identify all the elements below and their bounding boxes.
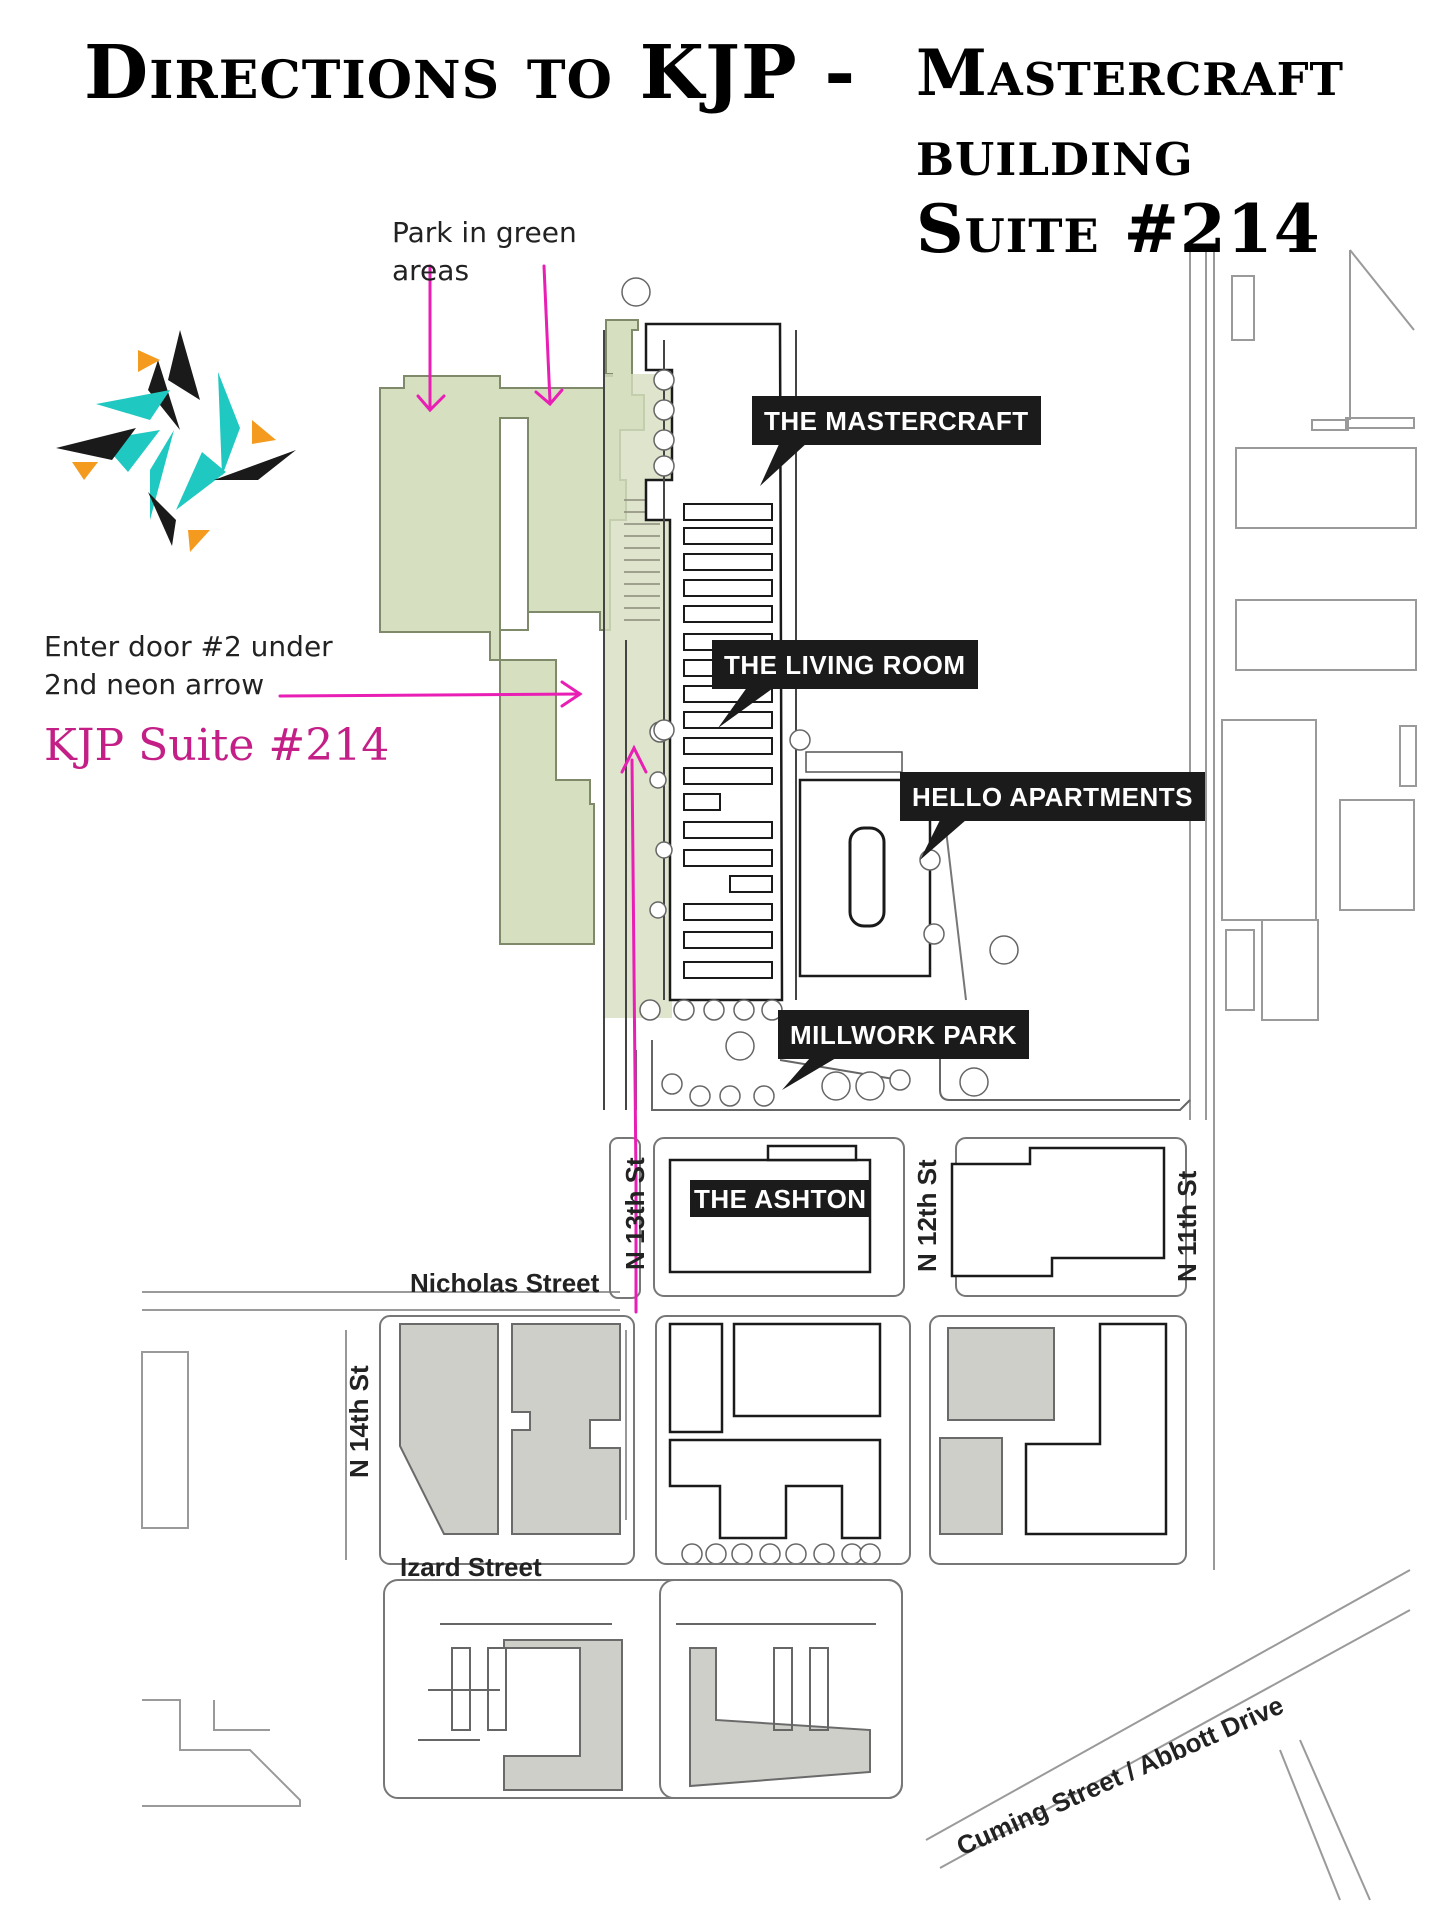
label-hello-apartments: HELLO APARTMENTS bbox=[900, 772, 1205, 821]
trees bbox=[621, 277, 1019, 1565]
kjp-logo bbox=[56, 330, 296, 552]
page-title-line1: Directions to KJP - bbox=[84, 30, 857, 116]
gray-buildings bbox=[399, 1323, 1055, 1791]
n12-building bbox=[950, 1146, 1166, 1278]
street-n14: N 14th St bbox=[344, 1365, 374, 1478]
enter-note-line2: 2nd neon arrow bbox=[44, 668, 265, 701]
label-mastercraft: THE MASTERCRAFT bbox=[752, 396, 1041, 445]
enter-note-line1: Enter door #2 under bbox=[44, 630, 333, 663]
white-buildings bbox=[668, 1322, 1168, 1540]
south-blocks bbox=[379, 1315, 1187, 1799]
street-izard: Izard Street bbox=[400, 1552, 542, 1582]
page-title-line4: Suite #214 bbox=[916, 190, 1321, 268]
kjp-suite-note: KJP Suite #214 bbox=[44, 720, 390, 771]
street-n12: N 12th St bbox=[912, 1159, 942, 1272]
page-title-line3: building bbox=[916, 116, 1194, 191]
street-ticks bbox=[345, 1330, 870, 1581]
street-nicholas: Nicholas Street bbox=[410, 1268, 600, 1298]
ashton-block bbox=[609, 1137, 1187, 1299]
label-living-room: THE LIVING ROOM bbox=[712, 640, 978, 689]
park-note-line2: areas bbox=[392, 254, 470, 287]
callout-pointers bbox=[718, 442, 966, 1090]
page-title-line2: Mastercraft bbox=[916, 36, 1345, 111]
mastercraft-bays bbox=[683, 503, 773, 979]
label-millwork-park: MILLWORK PARK bbox=[778, 1010, 1029, 1059]
direction-arrows bbox=[278, 264, 648, 1314]
road-lines bbox=[141, 249, 1417, 1901]
street-n11: N 11th St bbox=[1172, 1170, 1202, 1282]
label-ashton: THE ASHTON bbox=[690, 1180, 871, 1217]
street-n13: N 13th St bbox=[620, 1157, 650, 1270]
south-parking bbox=[418, 1623, 876, 1741]
park-note-line1: Park in green bbox=[392, 216, 577, 249]
